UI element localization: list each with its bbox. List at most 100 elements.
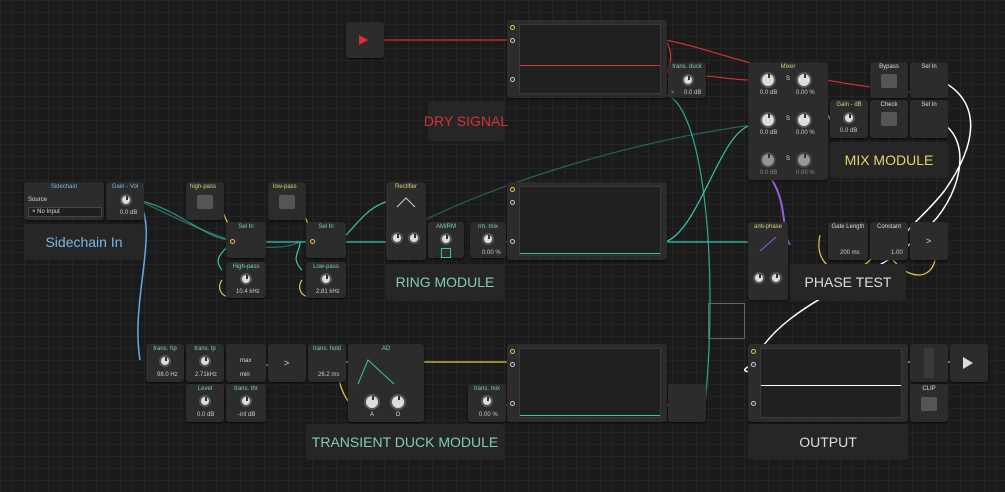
anti-phase-module[interactable]: anti-phase — [748, 222, 788, 300]
rm-mix-knob[interactable] — [482, 233, 494, 245]
sidechain-gain-module[interactable]: Gain - Vol 0.0 dB — [106, 182, 144, 220]
constant-module[interactable]: Constant 1.00 — [870, 222, 908, 260]
transient-scope-module[interactable] — [507, 344, 667, 422]
trans-lp-title: trans. lp — [194, 346, 216, 352]
port[interactable] — [510, 200, 515, 205]
level-knob[interactable] — [199, 395, 211, 407]
trans-thr-knob[interactable] — [240, 395, 252, 407]
port[interactable] — [751, 362, 756, 367]
lp-filter-module[interactable]: Low-pass 2.81 kHz — [306, 262, 346, 298]
attack-knob[interactable] — [364, 394, 380, 410]
trans-mix-knob[interactable] — [481, 395, 493, 407]
highpass-title: high-pass — [190, 184, 217, 190]
trans-duck-module[interactable]: trans. duck 0.0 dB × — [668, 62, 706, 98]
decay-knob[interactable] — [390, 394, 406, 410]
empty-slot — [708, 303, 745, 339]
duck-knob[interactable] — [682, 74, 694, 86]
mixer-s-label: S — [786, 156, 791, 162]
selin-module-a[interactable]: Sel In — [910, 62, 948, 98]
sidechain-module[interactable]: Sidechain Source × No Input — [24, 182, 104, 220]
clip-module[interactable]: CLIP — [910, 384, 948, 422]
ad-module[interactable]: AD A D — [348, 344, 424, 422]
compare-module-2[interactable]: > — [268, 344, 306, 382]
trans-hp-module[interactable]: trans. hp 98.0 Hz — [146, 344, 184, 382]
rectifier-title: Rectifier — [394, 184, 417, 190]
gain-vol-knob[interactable] — [120, 194, 132, 206]
decay-label: D — [396, 412, 401, 418]
lowpass-module[interactable]: low-pass — [268, 182, 306, 220]
check-module[interactable]: Check — [870, 100, 908, 138]
rm-mix-module[interactable]: rm. mix 0.00 % — [470, 222, 506, 258]
highpass-button[interactable] — [197, 195, 213, 209]
mixer-ch2-pan[interactable] — [796, 112, 812, 128]
lp-knob[interactable] — [320, 273, 332, 285]
check-button[interactable] — [881, 112, 897, 126]
port[interactable] — [751, 401, 756, 406]
output-scope-module[interactable] — [748, 344, 908, 422]
trans-lp-module[interactable]: trans. lp 2.71kHz — [186, 344, 224, 382]
mixer-gain-knob[interactable] — [843, 112, 855, 124]
level-title: Level — [197, 386, 213, 392]
mixer-ch1-pan[interactable] — [796, 72, 812, 88]
port[interactable] — [751, 349, 756, 354]
mixer-title: Mixer — [780, 64, 796, 70]
dry-scope-module[interactable] — [507, 20, 667, 98]
minmax-module[interactable]: max min — [226, 344, 266, 382]
compare-module[interactable]: > — [910, 222, 948, 260]
lowpass-button[interactable] — [279, 195, 295, 209]
selin-module-2[interactable]: Sel In — [306, 222, 346, 258]
output-arrow-module[interactable] — [950, 344, 988, 382]
mixer-ch2-knob[interactable] — [760, 112, 776, 128]
trans-thr-module[interactable]: trans. thr -inf dB — [226, 384, 266, 422]
ring-scope-module[interactable] — [507, 182, 667, 260]
clip-button[interactable] — [921, 397, 937, 411]
transient-out-module[interactable] — [668, 384, 706, 422]
port[interactable] — [510, 38, 515, 43]
trans-hold-module[interactable]: trans. hold 26.2 ms — [308, 344, 346, 382]
anti-phase-knob-b[interactable] — [770, 272, 782, 284]
level-module[interactable]: Level 0.0 dB — [186, 384, 224, 422]
mixer-gain-module[interactable]: Gain - dB 0.0 dB — [830, 100, 868, 138]
hp-filter-module[interactable]: High-pass 10.4 kHz — [226, 262, 266, 298]
port[interactable] — [510, 349, 515, 354]
anti-phase-knob-a[interactable] — [753, 272, 765, 284]
port[interactable] — [230, 239, 235, 244]
port[interactable] — [510, 25, 515, 30]
source-select-value: No Input — [37, 209, 60, 215]
source-select[interactable]: × No Input — [28, 207, 102, 217]
rectifier-knob-a[interactable] — [391, 232, 403, 244]
gain-vol-value: 0.0 dB — [120, 210, 138, 216]
amrm-module[interactable]: AM/RM — [428, 222, 464, 258]
selin-module-1[interactable]: Sel In — [226, 222, 266, 258]
trans-hp-knob[interactable] — [159, 355, 171, 367]
port[interactable] — [510, 362, 515, 367]
port[interactable] — [510, 401, 515, 406]
trans-lp-knob[interactable] — [199, 355, 211, 367]
mixer-ch1-knob[interactable] — [760, 72, 776, 88]
gate-length-module[interactable]: Gate Length 200 ms — [828, 222, 868, 260]
amrm-knob[interactable] — [440, 233, 452, 245]
mixer-module[interactable]: Mixer S 0.0 dB 0.00 % S 0.0 dB 0.00 % S … — [748, 62, 828, 180]
meter-module[interactable] — [910, 344, 948, 382]
dry-input-module[interactable] — [346, 22, 384, 58]
rectifier-knob-b[interactable] — [408, 232, 420, 244]
mixer-ch2-value: 0.0 dB — [760, 130, 778, 136]
mixer-ch3-knob[interactable] — [760, 152, 776, 168]
rectifier-module[interactable]: Rectifier — [386, 182, 426, 260]
trans-mix-module[interactable]: trans. mix 0.00 % — [468, 384, 506, 422]
transient-scope — [519, 348, 661, 418]
hp-knob[interactable] — [240, 273, 252, 285]
port[interactable] — [510, 187, 515, 192]
rectifier-icon — [396, 197, 416, 208]
level-meter — [924, 348, 934, 378]
bypass-button[interactable] — [881, 74, 897, 88]
port[interactable] — [310, 239, 315, 244]
port[interactable] — [510, 77, 515, 82]
port[interactable] — [510, 239, 515, 244]
mixer-ch3-pan[interactable] — [796, 152, 812, 168]
bypass-module[interactable]: Bypass — [870, 62, 908, 98]
mixer-ch3-value: 0.0 dB — [760, 170, 778, 176]
highpass-module[interactable]: high-pass — [186, 182, 224, 220]
selin-module-b[interactable]: Sel In — [910, 100, 948, 138]
trans-mix-title: trans. mix — [473, 386, 500, 392]
